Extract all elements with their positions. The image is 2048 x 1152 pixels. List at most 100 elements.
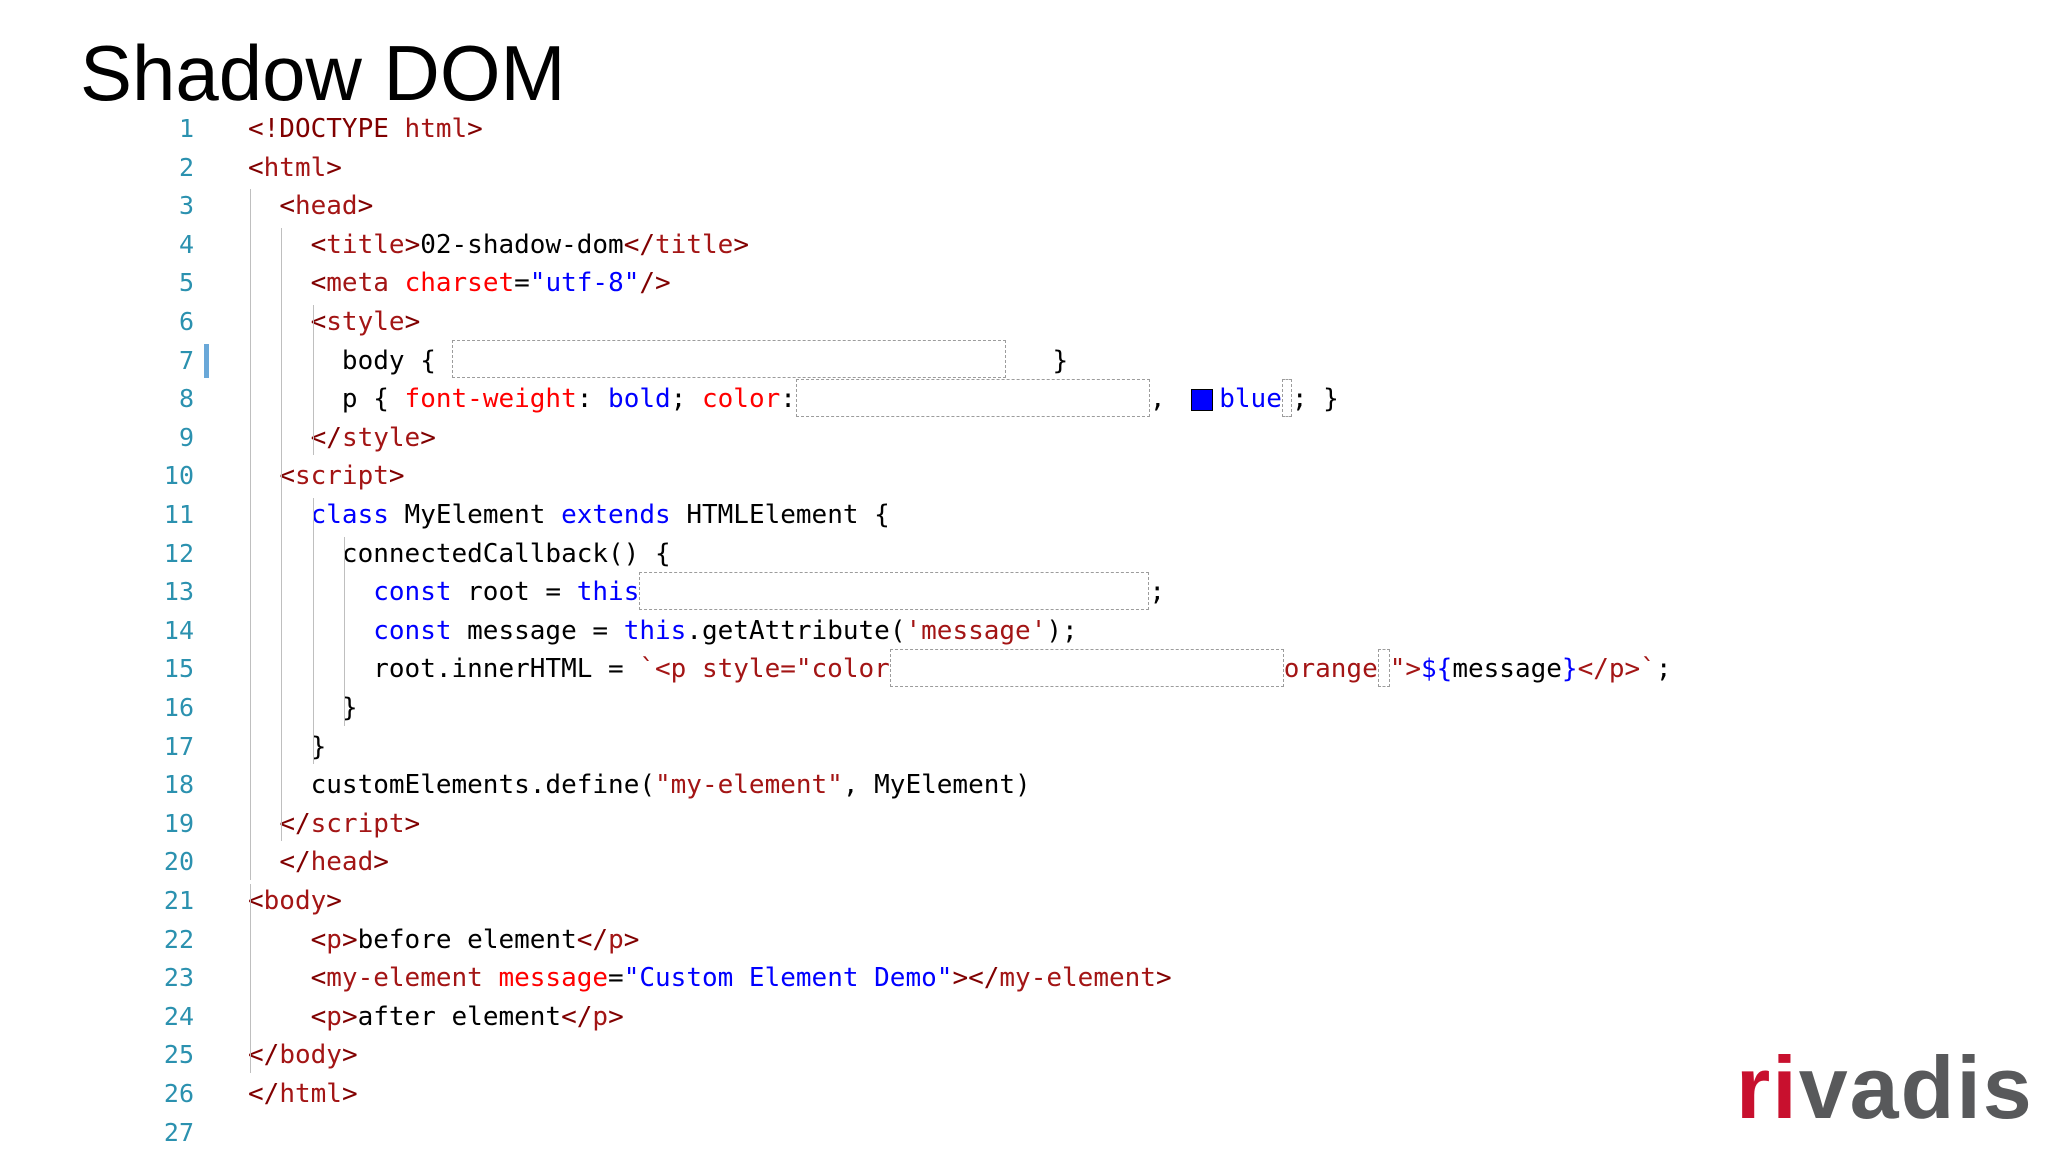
code-token: , MyElement) <box>842 770 1031 801</box>
code-text: </head> <box>248 843 389 881</box>
code-line[interactable]: 6 <style> <box>0 303 2048 341</box>
code-token: head <box>294 191 358 222</box>
line-number: 14 <box>163 615 194 645</box>
code-token: blue <box>1219 384 1282 415</box>
code-text: } <box>248 689 358 727</box>
code-token: > <box>608 1001 624 1032</box>
line-number: 8 <box>178 384 194 414</box>
code-token: > <box>404 307 421 337</box>
code-token: : <box>780 384 796 415</box>
code-token: ; } <box>1291 384 1339 415</box>
collapsed-code-region[interactable] <box>1281 378 1292 417</box>
line-number: 25 <box>163 1040 194 1070</box>
code-token <box>248 809 279 839</box>
code-line[interactable]: 24 <p>after element</p> <box>0 998 2048 1036</box>
code-token: } <box>1561 654 1578 685</box>
code-token: "my-element" <box>655 770 843 801</box>
code-line[interactable]: 9 </style> <box>0 419 2048 457</box>
code-line[interactable]: 20 </head> <box>0 843 2048 881</box>
code-line[interactable]: 4 <title>02-shadow-dom</title> <box>0 226 2048 264</box>
code-line[interactable]: 3 <head> <box>0 187 2048 225</box>
code-text: </style> <box>248 419 436 457</box>
code-line[interactable]: 22 <p>before element</p> <box>0 921 2048 959</box>
code-token: p <box>326 1001 342 1032</box>
line-number: 19 <box>163 808 194 838</box>
code-text: <script> <box>248 457 404 495</box>
slide-title: Shadow DOM <box>80 29 566 117</box>
code-token: my-element <box>999 963 1156 994</box>
code-token: > <box>404 808 421 839</box>
code-line[interactable]: 16 } <box>0 689 2048 727</box>
code-token: } <box>310 731 327 762</box>
code-line[interactable]: 17 } <box>0 728 2048 766</box>
code-line[interactable]: 8 p { font-weight: bold; color:, blue; } <box>0 378 2048 418</box>
code-token: ; <box>670 384 702 415</box>
code-token: bold <box>608 384 671 415</box>
code-token: .getAttribute( <box>686 615 906 646</box>
code-line[interactable]: 11 class MyElement extends HTMLElement { <box>0 496 2048 534</box>
code-token: </ <box>576 924 609 955</box>
code-token: "> <box>1389 654 1422 685</box>
code-token: const <box>373 577 468 608</box>
line-number: 10 <box>163 461 194 491</box>
code-token: </ <box>561 1001 593 1032</box>
line-number: 16 <box>163 693 194 722</box>
code-line[interactable]: 1<!DOCTYPE html> <box>0 110 2048 148</box>
code-token: > <box>373 847 389 878</box>
code-text: <title>02-shadow-dom</title> <box>248 226 749 264</box>
code-token: </ <box>279 808 311 839</box>
code-line[interactable]: 10 <script> <box>0 457 2048 495</box>
code-token: body <box>279 1040 342 1071</box>
code-token: < <box>279 191 295 222</box>
code-token: body <box>263 886 327 916</box>
code-text: <style> <box>248 303 421 341</box>
code-token: html <box>263 152 327 183</box>
code-line[interactable]: 7 body { } <box>0 340 2048 380</box>
code-token: ${ <box>1421 654 1453 685</box>
code-token: > <box>357 191 374 222</box>
code-token: <!DOCTYPE <box>248 114 405 144</box>
code-token <box>248 925 311 955</box>
code-token: "Custom Element Demo" <box>623 963 953 994</box>
code-line[interactable]: 26</html> <box>0 1075 2048 1113</box>
code-token: this <box>623 615 687 646</box>
code-token: < <box>310 963 327 994</box>
collapsed-code-region[interactable] <box>1377 648 1390 687</box>
modified-line-marker <box>204 343 209 379</box>
code-token <box>248 847 279 877</box>
code-token <box>248 346 342 376</box>
code-token: </ <box>248 1079 280 1109</box>
code-token: MyElement <box>404 500 562 530</box>
code-line[interactable]: 5 <meta charset="utf-8"/> <box>0 264 2048 302</box>
code-token: } <box>1005 345 1069 376</box>
code-token <box>248 307 311 337</box>
collapsed-code-region[interactable] <box>889 648 1284 687</box>
code-line[interactable]: 27 <box>0 1114 2048 1152</box>
line-number: 24 <box>163 1001 194 1031</box>
code-line[interactable]: 13 const root = this; <box>0 571 2048 611</box>
collapsed-code-region[interactable] <box>795 378 1150 417</box>
code-token: </ <box>248 1040 280 1071</box>
indent-guide <box>281 459 283 842</box>
collapsed-code-region[interactable] <box>451 340 1006 379</box>
code-text: const message = this.getAttribute('messa… <box>248 612 1077 650</box>
code-line[interactable]: 21<body> <box>0 882 2048 920</box>
code-line[interactable]: 19 </script> <box>0 805 2048 843</box>
code-line[interactable]: 25 </body> <box>0 1036 2048 1074</box>
line-number: 4 <box>178 229 194 259</box>
code-line[interactable]: 2<html> <box>0 149 2048 187</box>
code-token <box>248 616 373 646</box>
collapsed-code-region[interactable] <box>639 571 1150 610</box>
line-number: 26 <box>163 1079 194 1108</box>
line-number: 1 <box>178 114 194 143</box>
code-token: meta <box>326 268 405 299</box>
code-token <box>248 963 311 993</box>
code-line[interactable]: 18 customElements.define("my-element", M… <box>0 766 2048 804</box>
code-line[interactable]: 23 <my-element message="Custom Element D… <box>0 959 2048 997</box>
code-token: = <box>514 268 530 299</box>
code-token: > <box>404 229 421 260</box>
code-line[interactable]: 12 connectedCallback() { <box>0 535 2048 573</box>
code-line[interactable]: 14 const message = this.getAttribute('me… <box>0 612 2048 650</box>
code-text: </body> <box>248 1036 358 1074</box>
